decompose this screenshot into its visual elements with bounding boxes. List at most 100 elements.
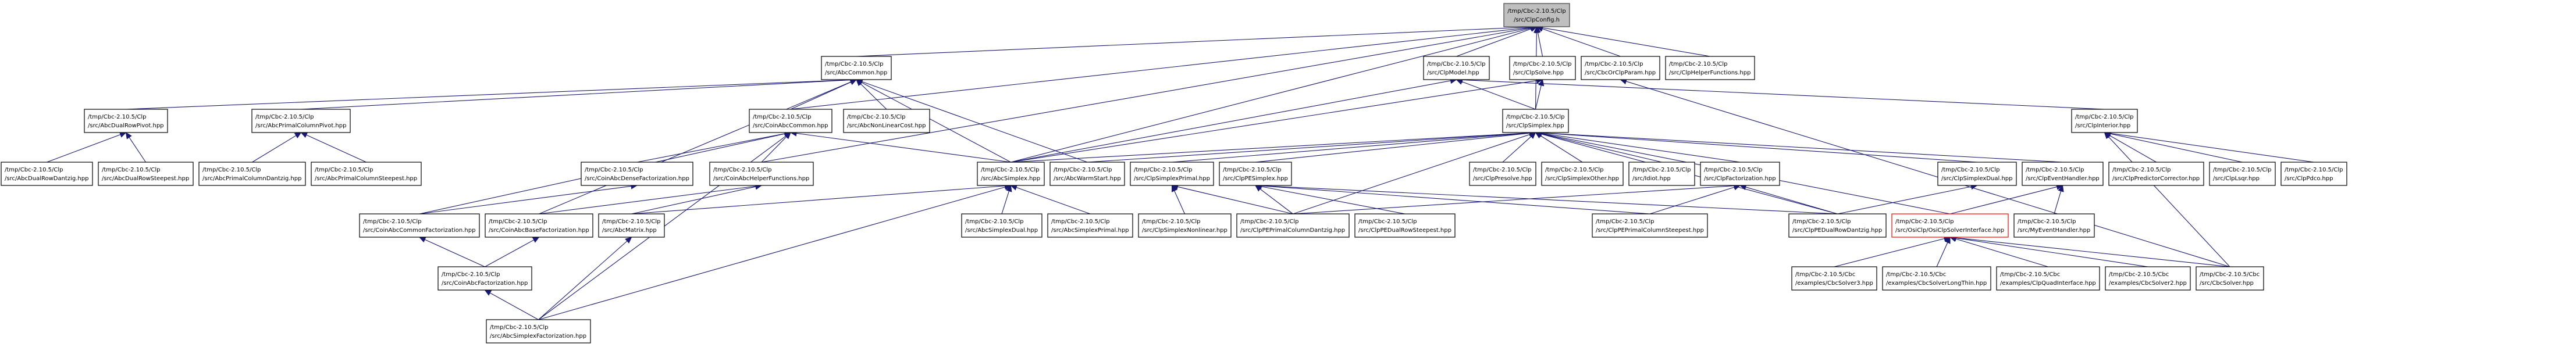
node-clpsolve[interactable]: /tmp/Cbc-2.10.5/Clp/src/ClpSolve.hpp [1509, 56, 1576, 80]
node-label-line2: /src/ClpPEDualRowSteepest.hpp [1358, 227, 1451, 234]
edge-line [1541, 133, 2063, 163]
node-label-line2: /src/CbcSolver.hpp [2200, 280, 2254, 287]
node-clppredictorcorrector[interactable]: /tmp/Cbc-2.10.5/Clp/src/ClpPredictorCorr… [2108, 162, 2204, 186]
edge-line [1016, 187, 1091, 214]
node-coinabcbasefactorization[interactable]: /tmp/Cbc-2.10.5/Clp/src/CoinAbcBaseFacto… [485, 213, 593, 238]
edge-line [1011, 80, 1537, 163]
node-cbcsolver[interactable]: /tmp/Cbc-2.10.5/Cbc/src/CbcSolver.hpp [2196, 266, 2264, 291]
node-box [359, 213, 480, 238]
node-abccommon[interactable]: /tmp/Cbc-2.10.5/Clp/src/AbcCommon.hpp [821, 56, 892, 80]
nodes-layer: /tmp/Cbc-2.10.5/Clp/src/ClpConfig.h/tmp/… [1, 3, 2347, 344]
node-clpedualrowdantzig[interactable]: /tmp/Cbc-2.10.5/Clp/src/ClpPEDualRowDant… [1788, 213, 1887, 238]
node-label-line1: /tmp/Cbc-2.10.5/Clp [713, 167, 771, 173]
edge-line [424, 239, 485, 267]
node-label-line2: /src/CoinAbcBaseFactorization.hpp [489, 227, 589, 234]
node-box [486, 319, 591, 344]
edge-cbcsolver3-to-osiclpsolverinterface [1834, 235, 1951, 267]
node-label-line1: /tmp/Cbc-2.10.5/Clp [825, 61, 883, 67]
node-clpsimplexother[interactable]: /tmp/Cbc-2.10.5/Clp/src/ClpSimplexOther.… [1541, 162, 1624, 186]
node-clpconfig[interactable]: /tmp/Cbc-2.10.5/Clp/src/ClpConfig.h [1503, 3, 1570, 27]
node-label-line2: /src/CbcOrClpParam.hpp [1585, 70, 1656, 76]
node-box [251, 109, 351, 133]
node-label-line2: /src/OsiClp/OsiClpSolverInterface.hpp [1895, 227, 2004, 234]
node-cbcsolver2[interactable]: /tmp/Cbc-2.10.5/Cbc/examples/CbcSolver2.… [2105, 266, 2191, 291]
node-box [1581, 56, 1660, 80]
node-coinabchelperfunctions[interactable]: /tmp/Cbc-2.10.5/Clp/src/CoinAbcHelperFun… [709, 162, 814, 186]
node-box [1503, 3, 1570, 27]
node-abcmatrix[interactable]: /tmp/Cbc-2.10.5/Clp/src/AbcMatrix.hpp [598, 213, 665, 238]
node-label-line2: /src/AbcDualRowDantzig.hpp [5, 176, 88, 182]
node-abcwarmstart[interactable]: /tmp/Cbc-2.10.5/Clp/src/AbcWarmStart.hpp [1049, 162, 1125, 186]
node-clpquadinterface[interactable]: /tmp/Cbc-2.10.5/Cbc/examples/ClpQuadInte… [1996, 266, 2100, 291]
node-clpsimplexprimal[interactable]: /tmp/Cbc-2.10.5/Clp/src/ClpSimplexPrimal… [1130, 162, 1214, 186]
node-label-line1: /tmp/Cbc-2.10.5/Clp [2026, 167, 2084, 173]
node-coinabcdensefactorization[interactable]: /tmp/Cbc-2.10.5/Clp/src/CoinAbcDenseFact… [581, 162, 693, 186]
node-clppresolve[interactable]: /tmp/Cbc-2.10.5/Clp/src/ClpPresolve.hpp [1469, 162, 1536, 186]
edge-line [1261, 185, 1838, 214]
node-coinabcfactorization[interactable]: /tmp/Cbc-2.10.5/Clp/src/CoinAbcFactoriza… [437, 266, 532, 291]
node-coinabccommon[interactable]: /tmp/Cbc-2.10.5/Clp/src/CoinAbcCommon.hp… [749, 109, 832, 133]
edge-line [860, 83, 887, 110]
node-abcsimplex[interactable]: /tmp/Cbc-2.10.5/Clp/src/AbcSimplex.hpp [977, 162, 1045, 186]
node-clplsqr[interactable]: /tmp/Cbc-2.10.5/Clp/src/ClpLsqr.hpp [2209, 162, 2276, 186]
node-clpeprimalcolumndantzig[interactable]: /tmp/Cbc-2.10.5/Clp/src/ClpPEPrimalColum… [1236, 213, 1350, 238]
node-abcsimplexprimal[interactable]: /tmp/Cbc-2.10.5/Clp/src/AbcSimplexPrimal… [1047, 213, 1133, 238]
edge-clphelperfunctions-to-clpconfig [1536, 24, 1710, 57]
node-box [1130, 162, 1214, 186]
node-cbcsolver3[interactable]: /tmp/Cbc-2.10.5/Cbc/examples/CbcSolver3.… [1791, 266, 1877, 291]
node-clpsimplexdual[interactable]: /tmp/Cbc-2.10.5/Clp/src/ClpSimplexDual.h… [1937, 162, 2017, 186]
node-myeventhandler[interactable]: /tmp/Cbc-2.10.5/Clp/src/MyEventHandler.h… [2013, 213, 2095, 238]
node-label-line2: /src/ClpPEPrimalColumnSteepest.hpp [1596, 227, 1704, 234]
node-clpeventhandler[interactable]: /tmp/Cbc-2.10.5/Clp/src/ClpEventHandler.… [2022, 162, 2104, 186]
node-cbcsolverlongthin[interactable]: /tmp/Cbc-2.10.5/Cbc/examples/CbcSolverLo… [1882, 266, 1991, 291]
edge-line [1955, 237, 2148, 267]
node-abcprimalcolumnsteepest[interactable]: /tmp/Cbc-2.10.5/Clp/src/AbcPrimalColumnS… [311, 162, 422, 186]
edge-clpeprimalcolumndantzig-to-clpsimplexprimal [1171, 184, 1293, 214]
edge-abcprimalcolumnpivot-to-abccommon [301, 77, 858, 110]
node-abcdualrowsteepest[interactable]: /tmp/Cbc-2.10.5/Clp/src/AbcDualRowSteepe… [98, 162, 194, 186]
node-label-line2: /src/ClpEventHandler.hpp [2026, 176, 2100, 182]
node-osiclpsolverinterface[interactable]: /tmp/Cbc-2.10.5/Clp/src/OsiClp/OsiClpSol… [1891, 213, 2009, 238]
node-label-line2: /src/AbcSimplex.hpp [981, 176, 1040, 182]
edge-clpedualrowdantzig-to-clpsimplexdual [1837, 183, 1978, 214]
node-box [1665, 56, 1755, 80]
node-clphelperfunctions[interactable]: /tmp/Cbc-2.10.5/Clp/src/ClpHelperFunctio… [1665, 56, 1755, 80]
node-clpedualrowsteepest[interactable]: /tmp/Cbc-2.10.5/Clp/src/ClpPEDualRowStee… [1354, 213, 1456, 238]
node-clppdco[interactable]: /tmp/Cbc-2.10.5/Clp/src/ClpPdco.hpp [2280, 162, 2347, 186]
edge-osiclpsolverinterface-to-clpeventhandler [1949, 184, 2063, 214]
node-clpinterior[interactable]: /tmp/Cbc-2.10.5/Clp/src/ClpInterior.hpp [2071, 109, 2138, 133]
node-box [709, 162, 814, 186]
node-clpmodel[interactable]: /tmp/Cbc-2.10.5/Clp/src/ClpModel.hpp [1423, 56, 1490, 80]
node-label-line2: /examples/CbcSolver2.hpp [2109, 280, 2187, 287]
node-clpeprimalcolumnsteepest[interactable]: /tmp/Cbc-2.10.5/Clp/src/ClpPEPrimalColum… [1592, 213, 1708, 238]
node-clpfactorization[interactable]: /tmp/Cbc-2.10.5/Clp/src/ClpFactorization… [1700, 162, 1780, 186]
node-box [1788, 213, 1887, 238]
node-label-line2: /src/ClpSimplexOther.hpp [1545, 176, 1619, 182]
node-clpsimplex[interactable]: /tmp/Cbc-2.10.5/Clp/src/ClpSimplex.hpp [1502, 109, 1569, 133]
node-box [1138, 213, 1232, 238]
node-coinabccommonfactorization[interactable]: /tmp/Cbc-2.10.5/Clp/src/CoinAbcCommonFac… [359, 213, 480, 238]
node-abcdualrowpivot[interactable]: /tmp/Cbc-2.10.5/Clp/src/AbcDualRowPivot.… [84, 109, 168, 133]
edge-line [1541, 133, 1977, 163]
node-clpsimplexnonlinear[interactable]: /tmp/Cbc-2.10.5/Clp/src/ClpSimplexNonlin… [1138, 213, 1232, 238]
node-box [485, 213, 593, 238]
node-abcprimalcolumndantzig[interactable]: /tmp/Cbc-2.10.5/Clp/src/AbcPrimalColumnD… [198, 162, 306, 186]
edge-line [1542, 28, 1621, 57]
node-box [1628, 162, 1695, 186]
node-label-line2: /src/CoinAbcCommonFactorization.hpp [363, 227, 475, 234]
edge-abcsimplexfactorization-to-abcmatrix [538, 237, 632, 320]
node-clppesimplex[interactable]: /tmp/Cbc-2.10.5/Clp/src/ClpPESimplex.hpp [1219, 162, 1292, 186]
node-label-line2: /src/MyEventHandler.hpp [2018, 227, 2090, 234]
node-abcsimplexdual[interactable]: /tmp/Cbc-2.10.5/Clp/src/AbcSimplexDual.h… [961, 213, 1043, 238]
edge-line [419, 185, 632, 214]
node-box [84, 109, 168, 133]
node-abcdualrowdantzig[interactable]: /tmp/Cbc-2.10.5/Clp/src/AbcDualRowDantzi… [1, 162, 93, 186]
node-box [2105, 266, 2191, 291]
node-label-line1: /tmp/Cbc-2.10.5/Clp [1792, 219, 1851, 225]
node-abcprimalcolumnpivot[interactable]: /tmp/Cbc-2.10.5/Clp/src/AbcPrimalColumnP… [251, 109, 351, 133]
edge-clpfactorization-to-clpsimplex [1535, 130, 1741, 163]
node-idiot[interactable]: /tmp/Cbc-2.10.5/Clp/src/Idiot.hpp [1628, 162, 1695, 186]
node-cbcorclpparam[interactable]: /tmp/Cbc-2.10.5/Clp/src/CbcOrClpParam.hp… [1581, 56, 1660, 80]
node-abcnonlinearcost[interactable]: /tmp/Cbc-2.10.5/Clp/src/AbcNonLinearCost… [843, 109, 930, 133]
node-abcsimplexfactorization[interactable]: /tmp/Cbc-2.10.5/Clp/src/AbcSimplexFactor… [486, 319, 591, 344]
